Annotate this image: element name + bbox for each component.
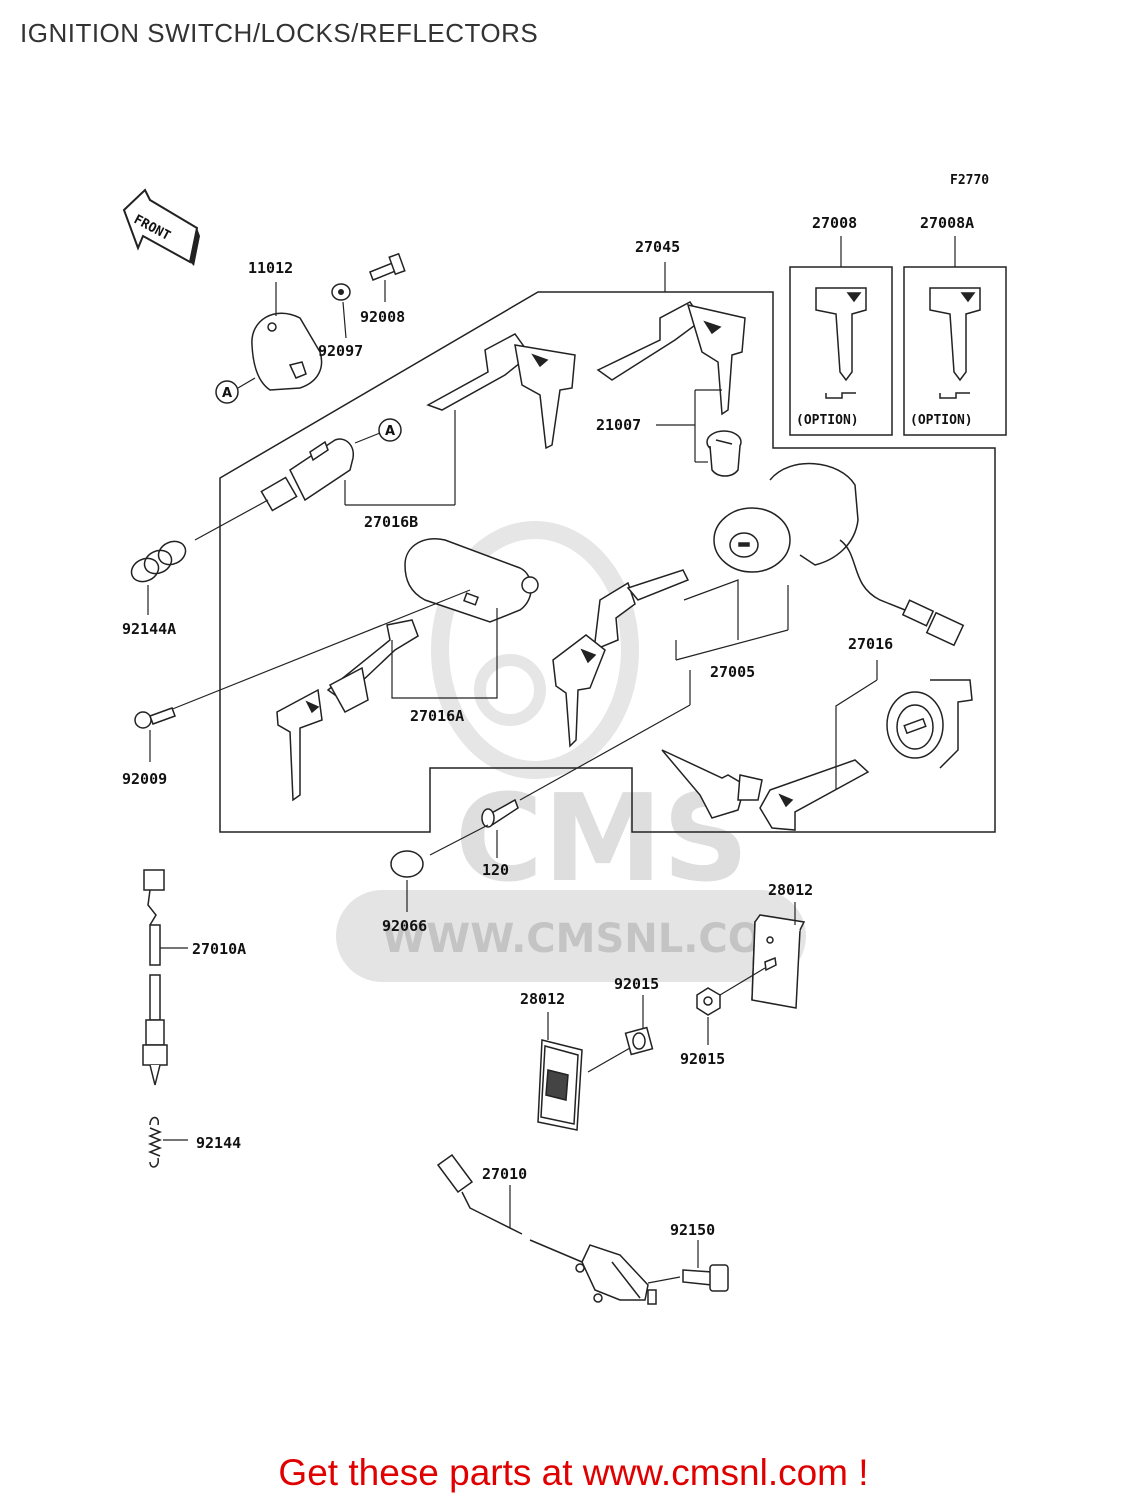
- watermark: CMS WWW.CMSNL.COM: [336, 521, 806, 982]
- fuel-lock-27016: [886, 679, 973, 769]
- parts-diagram: CMS WWW.CMSNL.COM F2770 FRONT (OPTION) (…: [122, 173, 1007, 1305]
- front-arrow-icon: FRONT: [122, 188, 200, 266]
- callout-92008: 92008: [360, 308, 405, 326]
- switch-27010a: [142, 869, 168, 1086]
- key-pair-27005: [552, 569, 690, 748]
- key-pair-27016a: [276, 619, 419, 802]
- cap-21007: [706, 430, 742, 477]
- callout-27016: 27016: [848, 635, 893, 653]
- key-pair-27016: [661, 749, 870, 831]
- blank-key-27008: [815, 287, 867, 399]
- nut-92015-center: [624, 1026, 654, 1056]
- ref-marker-a-1: A: [215, 380, 239, 404]
- watermark-mascot: [431, 521, 639, 779]
- callout-92009: 92009: [122, 770, 167, 788]
- svg-text:A: A: [385, 424, 395, 439]
- screw-92009: [134, 707, 176, 729]
- callout-92097: 92097: [318, 342, 363, 360]
- callout-11012: 11012: [248, 259, 293, 277]
- switch-27010: [436, 1153, 657, 1305]
- ignition-switch-27005: [713, 462, 965, 647]
- callout-92066: 92066: [382, 917, 427, 935]
- callout-27045: 27045: [635, 238, 680, 256]
- blank-key-27008a: [929, 287, 981, 399]
- callout-92150: 92150: [670, 1221, 715, 1239]
- plate-11012: [251, 312, 323, 391]
- callout-120: 120: [482, 861, 509, 879]
- grommet-92066: [390, 850, 424, 878]
- callout-27008: 27008: [812, 214, 857, 232]
- watermark-url-text: WWW.CMSNL.COM: [382, 916, 802, 962]
- nut-92015-right: [696, 987, 721, 1016]
- reflector-28012-upper: [751, 914, 806, 1009]
- ref-marker-a-2: A: [378, 418, 402, 442]
- callout-92144: 92144: [196, 1134, 241, 1152]
- key-pair-27045: [596, 301, 746, 416]
- footer-cta-link[interactable]: Get these parts at www.cmsnl.com !: [278, 1452, 869, 1493]
- option-label-27008: (OPTION): [796, 413, 859, 428]
- callout-21007: 21007: [596, 416, 641, 434]
- reflector-28012-lower: [537, 1039, 583, 1131]
- screw-92008: [369, 252, 406, 281]
- spring-92144a: [130, 540, 187, 583]
- callout-92144a: 92144A: [122, 620, 176, 638]
- callout-27010: 27010: [482, 1165, 527, 1183]
- figure-code: F2770: [950, 173, 989, 188]
- seat-lock-27016a: [404, 538, 539, 623]
- callout-27016a: 27016A: [410, 707, 464, 725]
- lock-cylinder-27016b: [260, 438, 354, 512]
- callout-27008a: 27008A: [920, 214, 974, 232]
- screw-120: [481, 798, 519, 828]
- key-pair-27016b: [426, 333, 576, 450]
- svg-text:A: A: [222, 386, 232, 401]
- callout-28012-lower: 28012: [520, 990, 565, 1008]
- callout-92015-right: 92015: [680, 1050, 725, 1068]
- callout-27005: 27005: [710, 663, 755, 681]
- watermark-url-pill: [336, 890, 806, 982]
- page-title: IGNITION SWITCH/LOCKS/REFLECTORS: [20, 18, 539, 48]
- callout-27016b: 27016B: [364, 513, 418, 531]
- callout-28012-upper: 28012: [768, 881, 813, 899]
- option-label-27008a: (OPTION): [910, 413, 973, 428]
- spring-92144: [147, 1116, 163, 1168]
- washer-92097: [331, 283, 351, 301]
- watermark-mascot-eye: [474, 654, 546, 726]
- callout-27010a: 27010A: [192, 940, 246, 958]
- screw-92150: [682, 1264, 729, 1292]
- key-set-outline: [219, 291, 996, 833]
- callout-92015-center: 92015: [614, 975, 659, 993]
